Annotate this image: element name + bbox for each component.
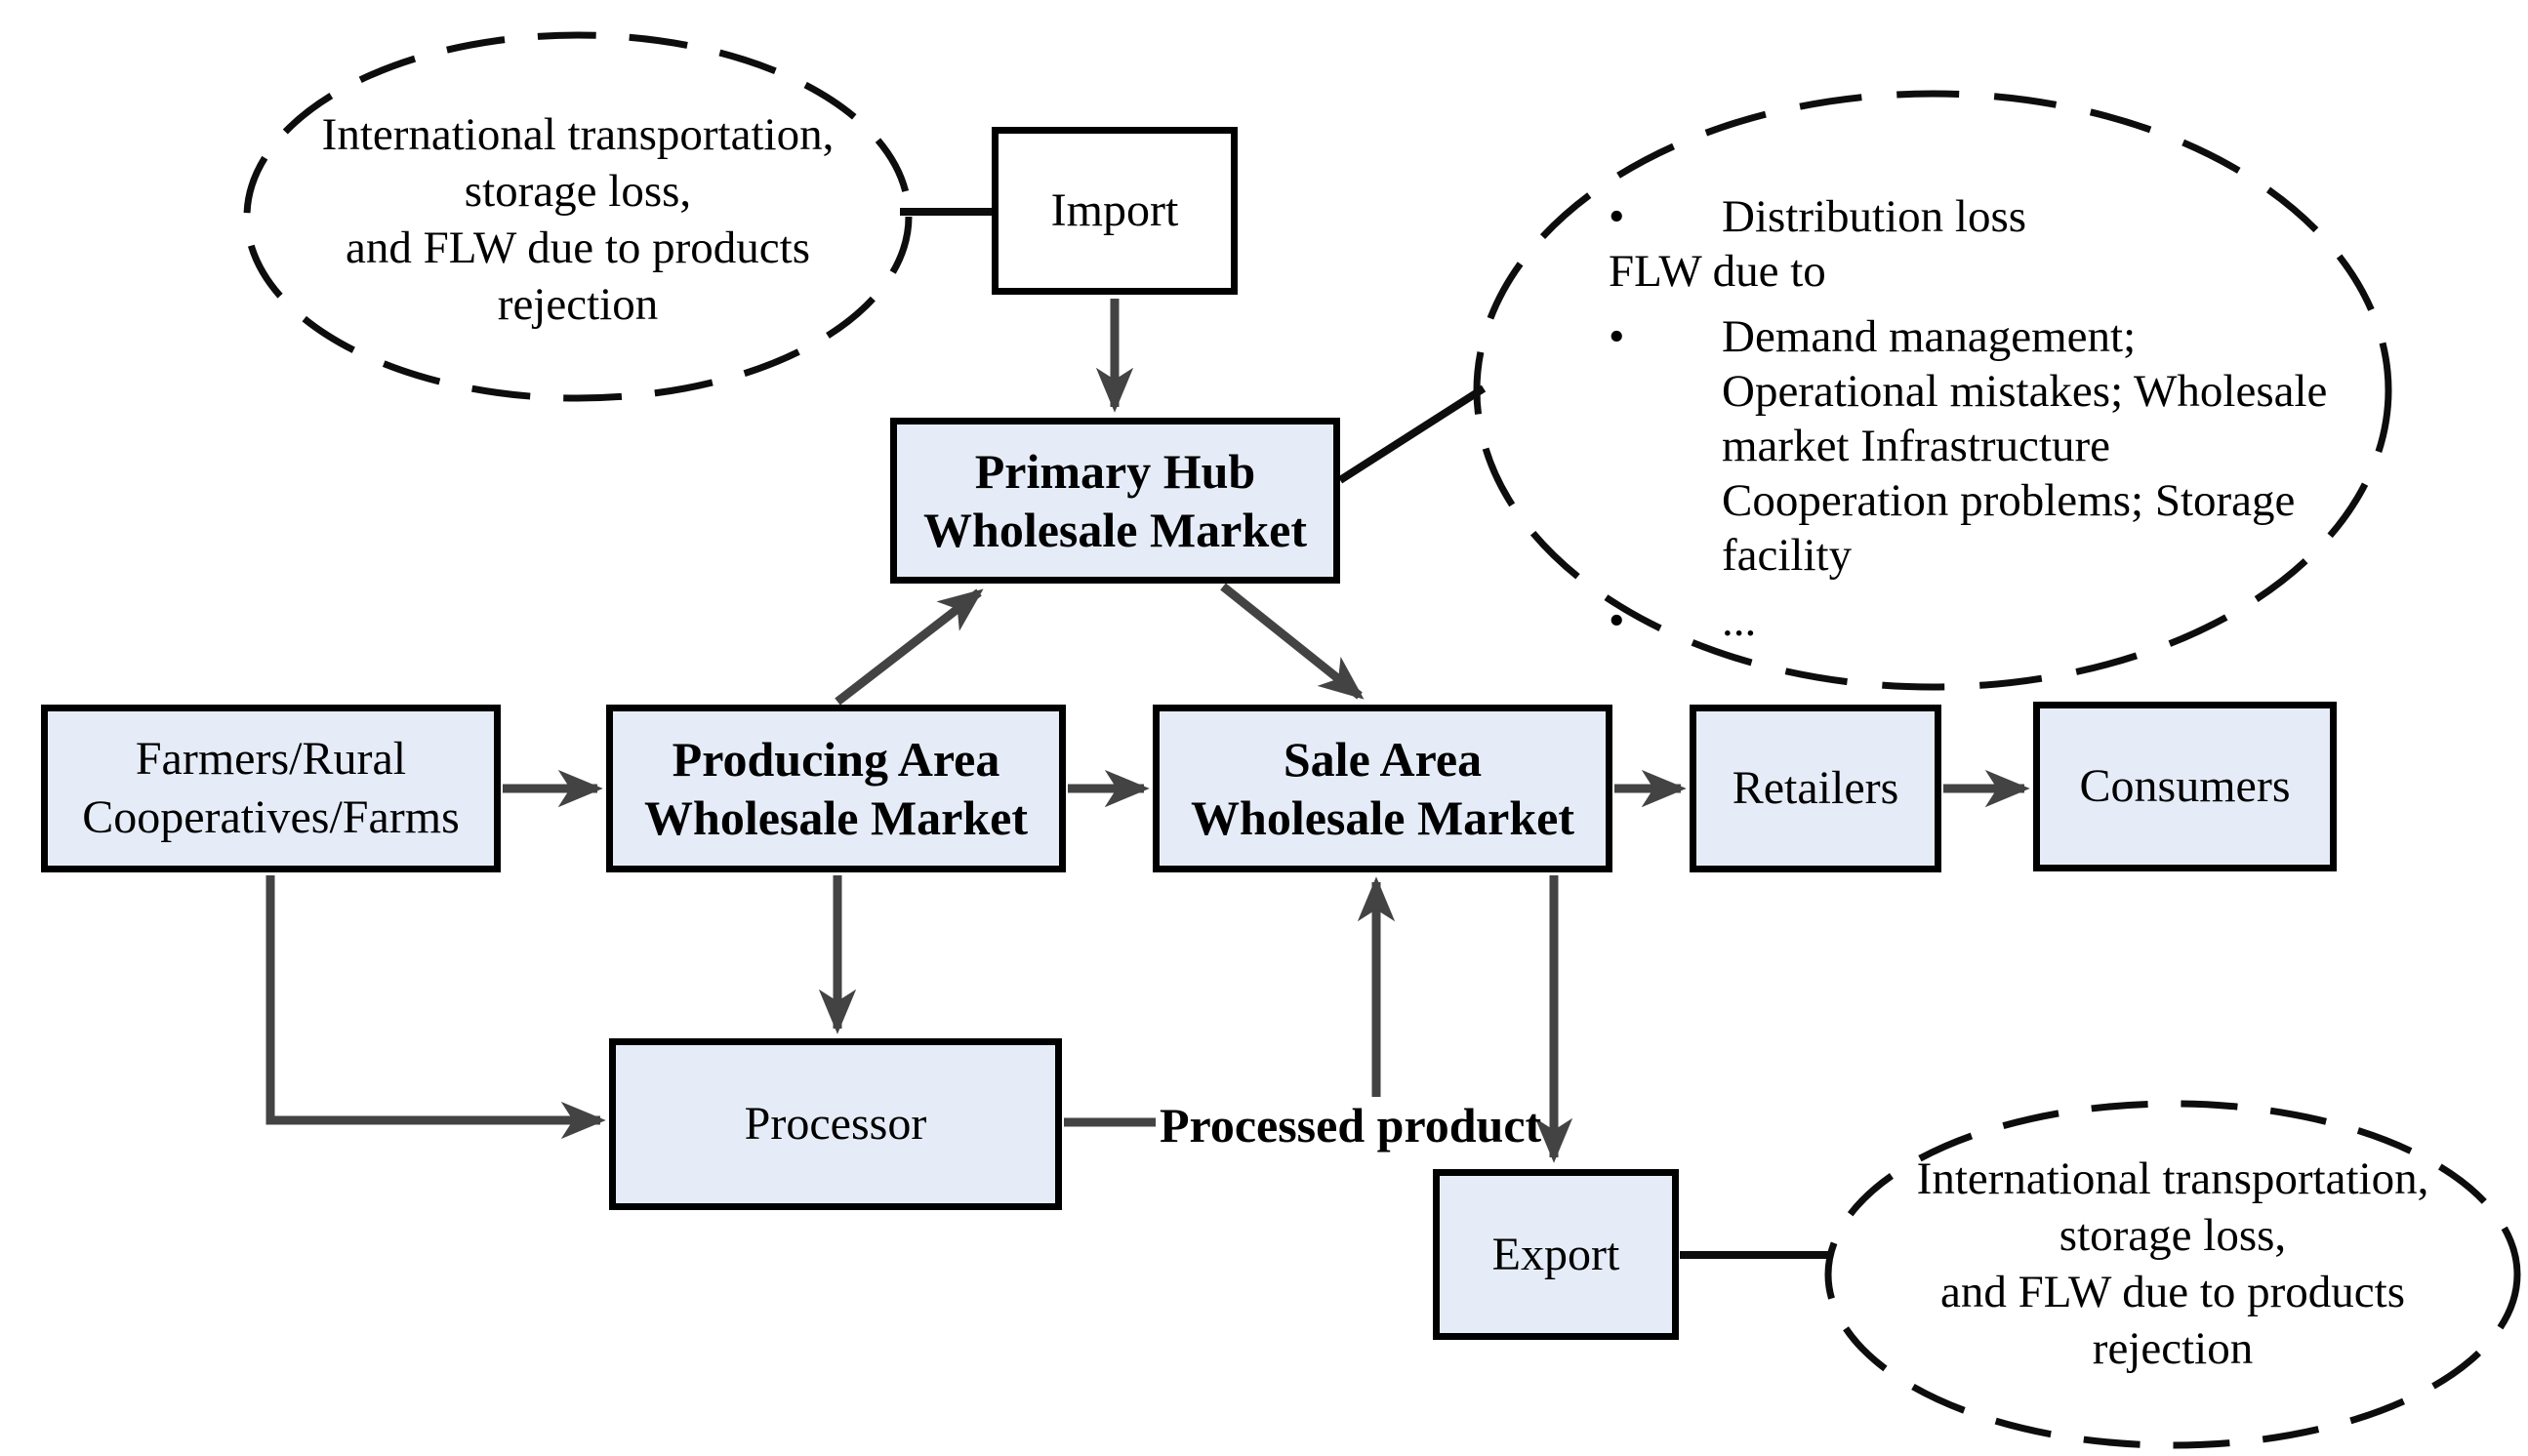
ellipse-text-line: International transportation, <box>321 109 835 160</box>
ellipse-text-line: International transportation, <box>1916 1153 2429 1204</box>
bullet-text: Operational mistakes; Wholesale <box>1722 366 2328 417</box>
consumers-label: Consumers <box>2079 760 2291 812</box>
import-box: Import <box>992 127 1238 295</box>
bullet-text: ... <box>1722 595 1757 646</box>
bullet-row: • ... <box>1609 593 2327 648</box>
bullet-row: Cooperation problems; Storage <box>1609 473 2327 528</box>
bullet-row: market Infrastructure <box>1609 419 2327 473</box>
bullet-text: Cooperation problems; Storage <box>1722 475 2296 526</box>
bullet-glyph: • <box>1609 191 1625 242</box>
primary-hub-line1: Primary Hub <box>974 444 1256 499</box>
connector-primaryhub-to-ellipse <box>1337 384 1487 484</box>
bullet-row: Operational mistakes; Wholesale <box>1609 364 2327 419</box>
bullet-text: market Infrastructure <box>1722 421 2110 471</box>
bullet-row: • Distribution loss <box>1609 189 2327 244</box>
bottom-right-loss-ellipse <box>1824 1100 2521 1449</box>
arrow-producing-to-primaryhub <box>835 588 984 706</box>
ellipse-text-line: and FLW due to products <box>345 222 811 273</box>
farmers-line1: Farmers/Rural <box>135 733 407 785</box>
bullet-text: FLW due to <box>1609 246 1826 297</box>
processor-box: Processor <box>609 1038 1062 1210</box>
export-label: Export <box>1491 1228 1620 1280</box>
producing-area-wholesale-market-box: Producing Area Wholesale Market <box>606 705 1066 872</box>
arrow-primaryhub-to-sale <box>1220 583 1365 700</box>
producing-line1: Producing Area <box>672 732 1000 787</box>
retailers-label: Retailers <box>1732 762 1899 814</box>
bullet-text: Demand management; <box>1722 311 2137 362</box>
export-box: Export <box>1433 1169 1679 1340</box>
primary-hub-line2: Wholesale Market <box>923 503 1307 557</box>
sale-area-wholesale-market-box: Sale Area Wholesale Market <box>1153 705 1612 872</box>
bullet-glyph: • <box>1609 595 1625 646</box>
retailers-box: Retailers <box>1690 705 1941 872</box>
top-left-ellipse-text: International transportation, storage lo… <box>322 106 835 333</box>
consumers-box: Consumers <box>2033 702 2337 871</box>
bullet-glyph: • <box>1609 311 1625 362</box>
processor-label: Processor <box>744 1098 927 1150</box>
farmers-line2: Cooperatives/Farms <box>82 791 460 843</box>
arrow-farmers-to-processor <box>265 875 606 1140</box>
bullet-row: • Demand management; <box>1609 309 2327 364</box>
farmers-box: Farmers/Rural Cooperatives/Farms <box>41 705 501 872</box>
ellipse-text-line: rejection <box>2092 1323 2254 1374</box>
import-label: Import <box>1050 184 1179 236</box>
bullet-row: FLW due to <box>1609 244 2327 299</box>
bullet-row: facility <box>1609 528 2327 583</box>
producing-line2: Wholesale Market <box>644 790 1028 845</box>
ellipse-text-line: rejection <box>497 279 659 330</box>
bottom-right-ellipse-text: International transportation, storage lo… <box>1917 1151 2429 1377</box>
right-ellipse-text: • Distribution loss FLW due to • Demand … <box>1609 189 2327 648</box>
processed-product-label: Processed product <box>1160 1098 1542 1153</box>
sale-line1: Sale Area <box>1283 732 1483 787</box>
sale-line2: Wholesale Market <box>1191 790 1574 845</box>
ellipse-text-line: and FLW due to products <box>1939 1267 2406 1317</box>
ellipse-text-line: storage loss, <box>464 166 692 217</box>
ellipse-text-line: storage loss, <box>2059 1210 2287 1261</box>
primary-hub-wholesale-market-box: Primary Hub Wholesale Market <box>890 418 1340 584</box>
top-left-loss-ellipse <box>243 31 913 402</box>
bullet-text: facility <box>1722 530 1853 581</box>
bullet-text: Distribution loss <box>1722 191 2027 242</box>
